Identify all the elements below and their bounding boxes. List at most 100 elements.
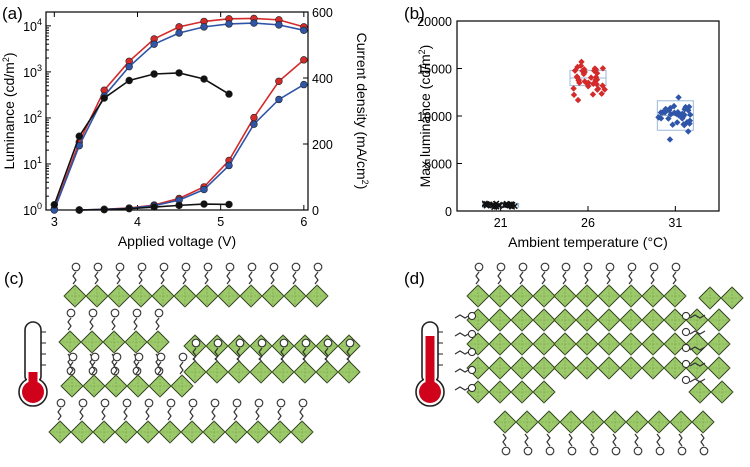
chart-b-x-tick-label: 31 (668, 216, 682, 230)
chart-b-point-26 (592, 66, 600, 73)
chart-b-point-31 (685, 128, 692, 135)
chart-a-series (50, 14, 308, 214)
ligand-chain (606, 271, 611, 285)
ligand-chain (656, 433, 661, 447)
octahedron-edge (115, 421, 137, 443)
octahedron-edge (467, 333, 489, 355)
octahedron-edge (489, 309, 511, 331)
ligand-ring (213, 338, 223, 348)
octahedron-edge (247, 421, 269, 443)
ligand-chain (568, 433, 573, 447)
ligand-ring (144, 398, 154, 408)
ligand-ring (188, 398, 198, 408)
octahedron-edge (511, 285, 533, 307)
chart-b-point-31 (686, 120, 693, 127)
chart-b-point-26 (587, 74, 595, 81)
octahedron-edge (64, 285, 86, 307)
chart-b-point-31 (679, 115, 686, 122)
ligand-ring (115, 262, 125, 272)
chart-b-point-31 (681, 121, 688, 129)
ligand-chain (179, 361, 184, 375)
ligand-chain (123, 407, 128, 421)
chart-a-current-line-blue (79, 83, 305, 211)
ligand-chain (689, 330, 706, 335)
chart-b-point-31 (675, 94, 682, 101)
octahedron-edge (576, 357, 598, 379)
ligand-ring (545, 446, 555, 456)
chart-a-ylabel-right: Current density (mA/cm2) (354, 33, 370, 190)
octahedron-edge (284, 285, 306, 307)
ligand-ring (467, 311, 477, 321)
ligand-ring (247, 262, 257, 272)
chart-a-luminance-point-blue (125, 62, 133, 71)
octahedron-edge (598, 309, 620, 331)
ligand-ring (655, 446, 665, 456)
chart-b-point-31 (673, 119, 681, 126)
ligand-chain (270, 271, 275, 285)
ligand-chain (138, 271, 143, 285)
ligand-ring (110, 308, 120, 318)
chart-a-current-point-blue (250, 120, 258, 128)
ligand-chain (248, 271, 253, 285)
chart-b-point-31 (657, 115, 665, 122)
chart-a-current-point-black (100, 205, 108, 214)
ligand-ring (681, 359, 691, 369)
chart-b-point-31 (665, 107, 673, 114)
ligand-chain (324, 347, 329, 361)
chart-b-point-26 (601, 86, 608, 93)
ligand-chain (233, 407, 238, 421)
chart-b-point-26 (578, 58, 585, 66)
ligand-chain (258, 347, 263, 361)
thermometer-bulb (419, 381, 441, 403)
ligand-ring (159, 262, 169, 272)
ligand-ring (345, 338, 355, 348)
chart-a-current-point-blue (200, 185, 208, 194)
chart-b-xlabel: Ambient temperature (°C) (508, 234, 668, 250)
ligand-ring (496, 262, 506, 272)
ligand-ring (68, 352, 78, 362)
ligand-chain (167, 407, 172, 421)
ligand-ring (156, 352, 166, 362)
octahedron-edge (642, 333, 664, 355)
chart-b-point-26 (594, 86, 601, 93)
chart-b-point-21 (489, 202, 496, 209)
ligand-ring (232, 398, 242, 408)
ligand-ring (269, 262, 279, 272)
octahedron-edge (689, 381, 711, 403)
octahedron-edge (708, 309, 730, 331)
octahedron-edge (511, 333, 533, 355)
octahedron-edge (49, 421, 71, 443)
panel-label-b: (b) (404, 4, 425, 23)
octahedron-edge (61, 375, 83, 397)
ligand-chain (226, 271, 231, 285)
chart-a-left-tick-label: 102 (23, 109, 42, 126)
octahedron-edge (604, 411, 626, 433)
octahedron-edge (489, 285, 511, 307)
ligand-chain (584, 271, 589, 285)
thermometer-mercury (425, 336, 435, 388)
octahedron-edge (108, 285, 130, 307)
ligand-chain (454, 332, 471, 337)
ligand-chain (280, 347, 285, 361)
ligand-chain (314, 271, 319, 285)
layered-perovskite-illustration-c (48, 262, 361, 444)
ligand-chain (299, 407, 304, 421)
chart-a-luminance-line-red (53, 17, 305, 210)
chart-b-ylabel: Max luminance (cd/m2) (417, 45, 433, 188)
octahedron-edge (86, 285, 108, 307)
octahedron-edge (511, 381, 533, 403)
octahedron-edge (686, 333, 708, 355)
chart-a-luminance-point-black (175, 69, 183, 77)
octahedron-edge (103, 331, 125, 353)
ligand-chain (634, 433, 639, 447)
chart-a-luminance-point-blue (150, 40, 158, 48)
octahedron-edge (203, 421, 225, 443)
octahedron-edge (218, 285, 240, 307)
octahedron-edge (554, 333, 576, 355)
octahedron-edge (620, 357, 642, 379)
ligand-chain (155, 317, 160, 331)
octahedron-edge (467, 285, 489, 307)
octahedron-edge (93, 421, 115, 443)
octahedron-edge (670, 411, 692, 433)
